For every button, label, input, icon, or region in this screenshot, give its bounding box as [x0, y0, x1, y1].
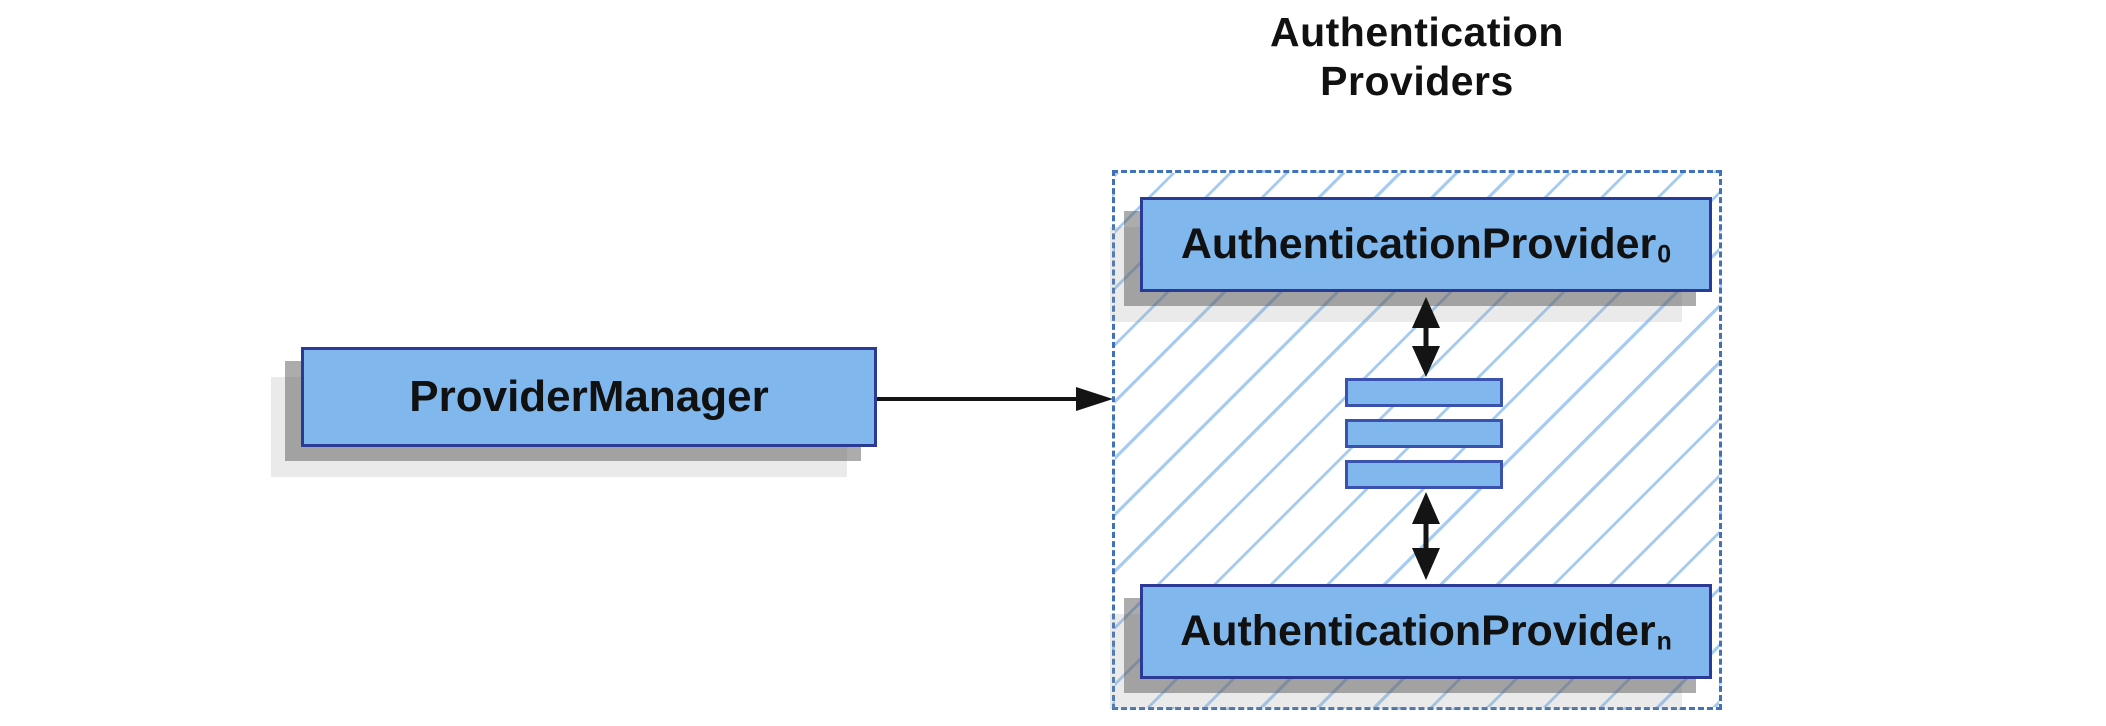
title-line-2: Providers	[1320, 58, 1514, 104]
authentication-provider-n-subscript: n	[1656, 627, 1672, 656]
authentication-providers-title: Authentication Providers	[1117, 8, 1717, 106]
provider-manager-label: ProviderManager	[409, 372, 769, 421]
authentication-provider-n-label: AuthenticationProvider	[1180, 607, 1656, 655]
provider-0-link-arrow	[1412, 297, 1440, 377]
ellipsis-bar	[1345, 378, 1503, 407]
ellipsis-bar	[1345, 419, 1503, 448]
provider-manager-to-group-arrow	[877, 387, 1113, 411]
ellipsis-bar	[1345, 460, 1503, 489]
provider-n-link-arrow	[1412, 492, 1440, 580]
authentication-provider-0-subscript: 0	[1657, 240, 1672, 269]
ellipsis-stack	[1345, 378, 1503, 489]
authentication-provider-0-label: AuthenticationProvider	[1180, 220, 1657, 268]
provider-manager-node: ProviderManager	[301, 347, 877, 447]
title-line-1: Authentication	[1270, 9, 1564, 55]
